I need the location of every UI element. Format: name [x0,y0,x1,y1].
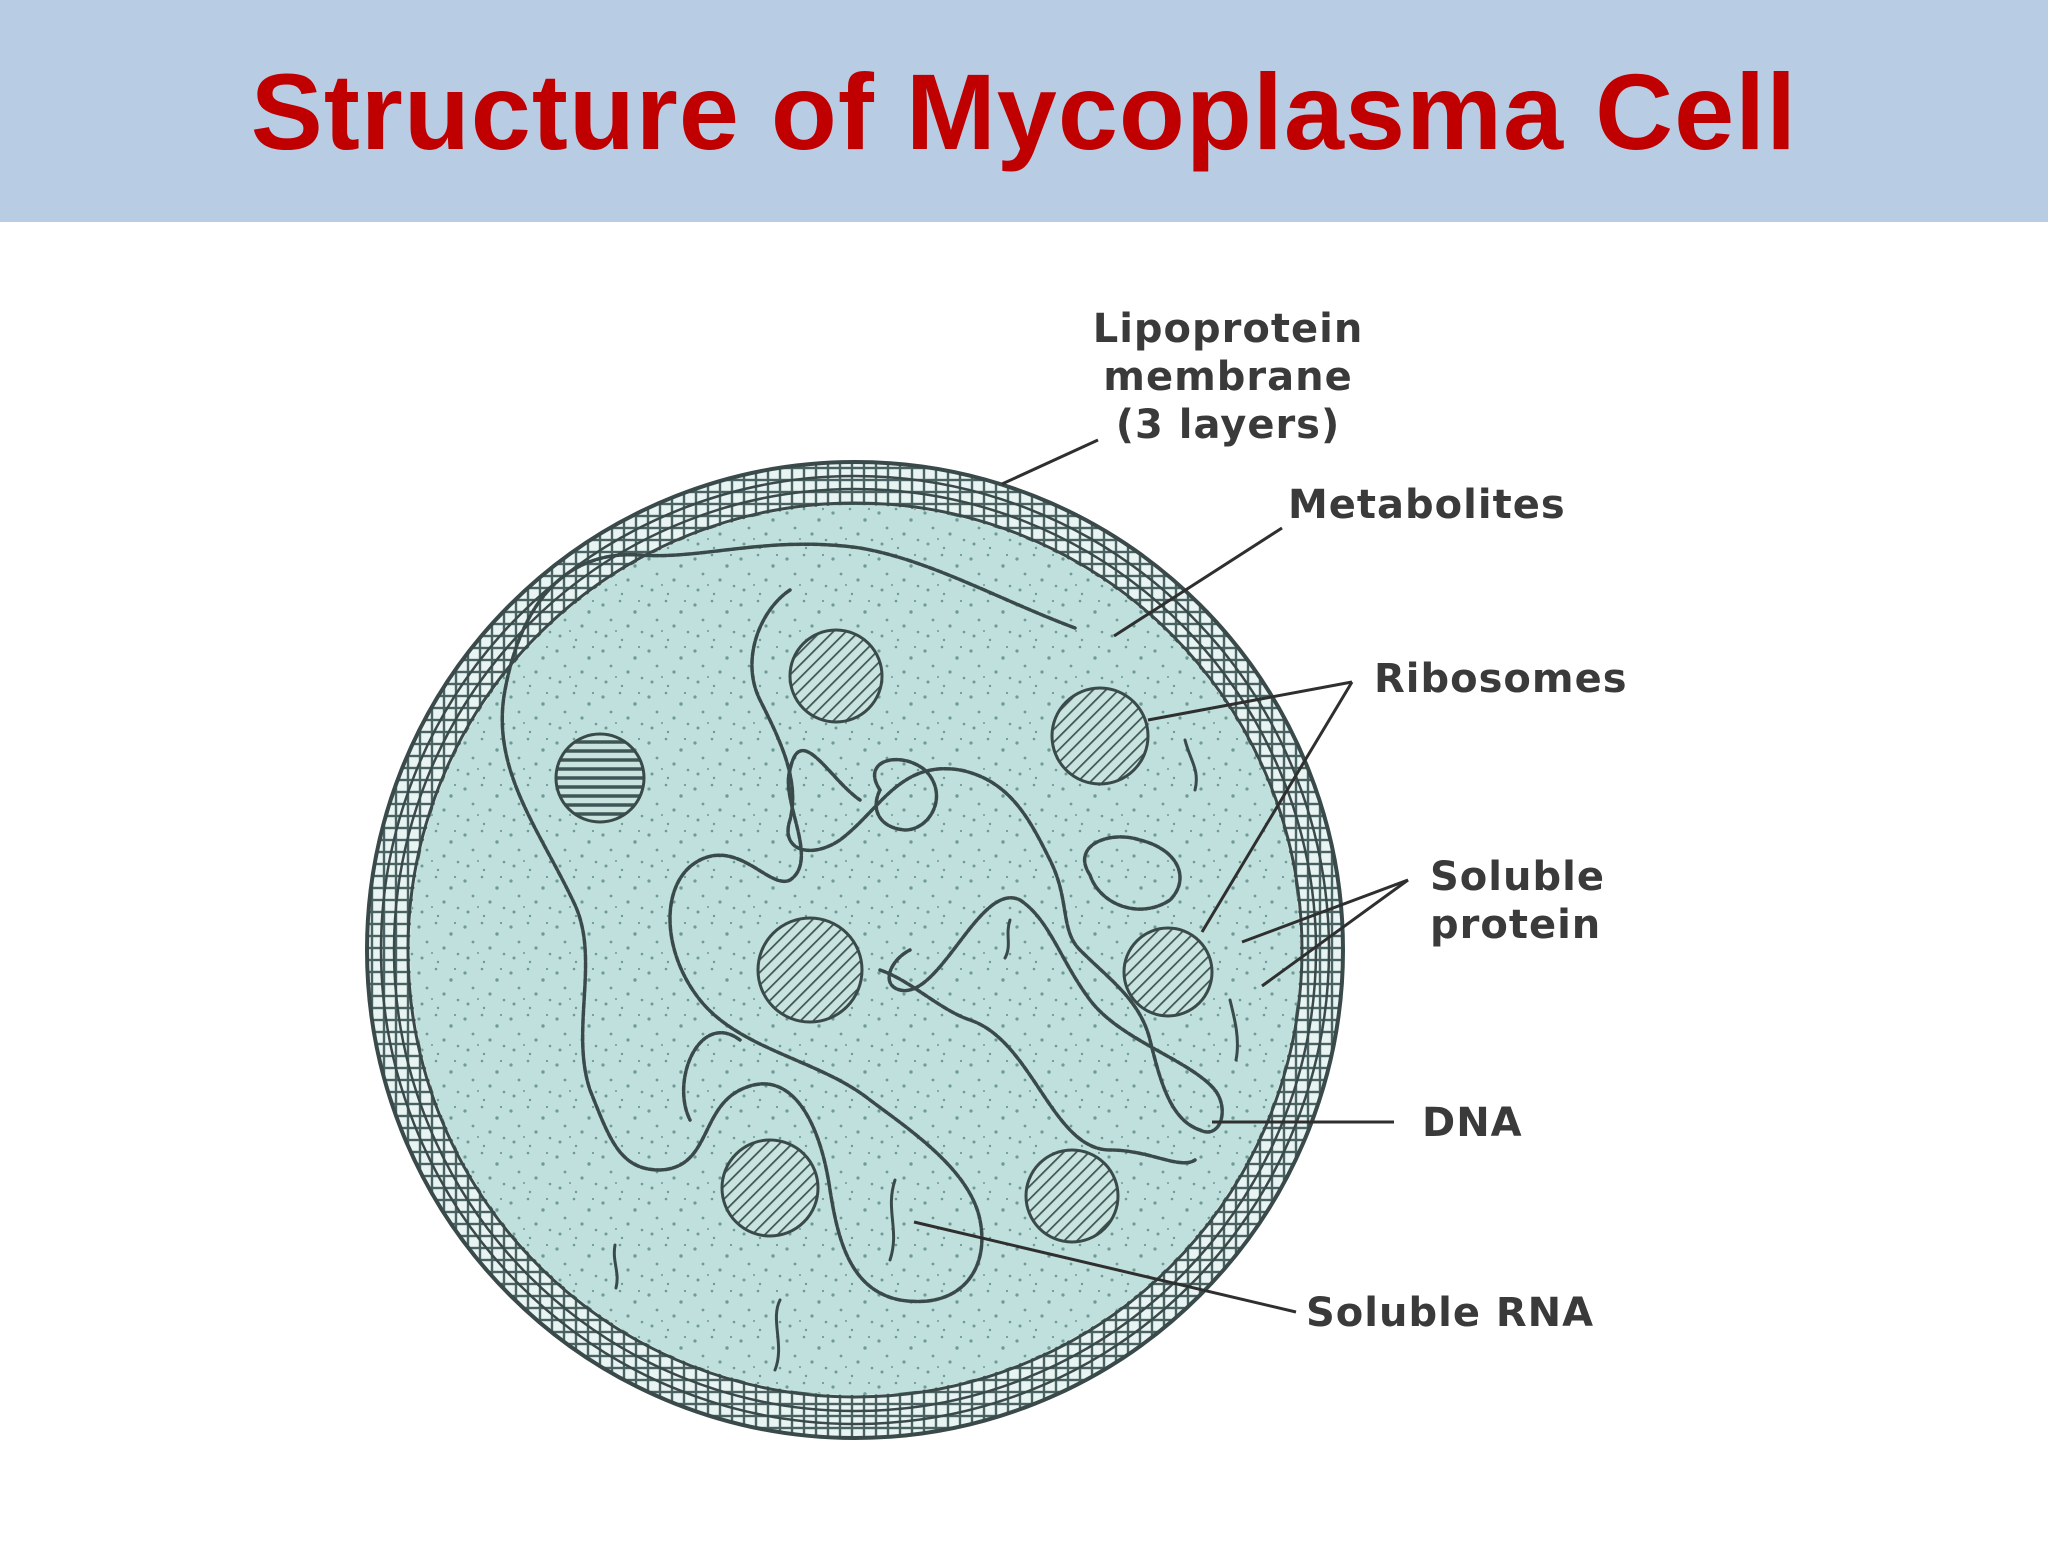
metabolites-leader [1113,526,1283,638]
soluble-rna-fragments [612,738,1239,1372]
label-dna: DNA [1422,1100,1523,1146]
ribosomes [554,628,1214,1244]
ribosome [1050,686,1150,786]
ribosome [1024,1148,1120,1244]
membrane-leader [1001,438,1099,486]
label-metabolites: Metabolites [1288,482,1566,528]
mycoplasma-diagram: Lipoprotein membrane (3 layers) Metaboli… [0,222,2048,1536]
ribosome [1122,926,1214,1018]
label-ribosomes: Ribosomes [1374,656,1628,702]
ribosomes-leader-2 [1200,681,1354,933]
title-bar: Structure of Mycoplasma Cell [0,0,2048,222]
ribosome [720,1138,820,1238]
slide-title: Structure of Mycoplasma Cell [250,50,1798,172]
label-membrane-line2: membrane [1103,354,1352,400]
soluble-protein-leader-1 [1241,878,1409,944]
ribosome [756,916,864,1024]
cell-illustration: Lipoprotein membrane (3 layers) Metaboli… [365,306,1628,1440]
label-soluble-protein-line2: protein [1430,902,1601,948]
ribosomes-leader-1 [1147,680,1353,722]
label-membrane-line1: Lipoprotein [1093,306,1364,352]
ribosome [554,732,646,824]
labels: Lipoprotein membrane (3 layers) Metaboli… [1093,306,1628,1336]
ribosome [788,628,884,724]
label-soluble-rna: Soluble RNA [1306,1290,1594,1336]
label-membrane-line3: (3 layers) [1116,402,1341,448]
dna-strand [500,542,1224,1304]
label-soluble-protein-line1: Soluble [1430,854,1605,900]
leader-lines [913,438,1409,1314]
soluble-rna-leader [913,1220,1297,1314]
soluble-protein-leader-2 [1261,878,1409,988]
